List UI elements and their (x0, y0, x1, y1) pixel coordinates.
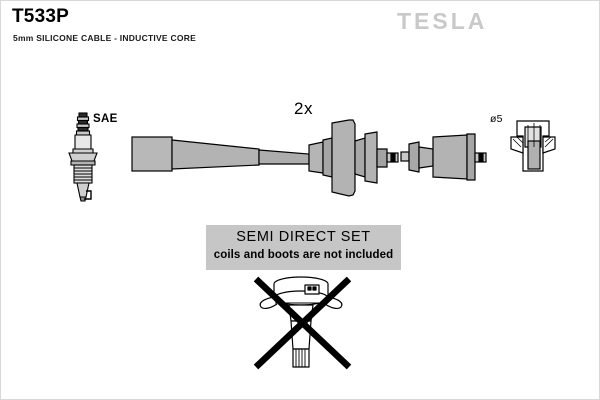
quantity-label: 2x (294, 99, 313, 118)
notice-subtitle: coils and boots are not included (213, 248, 394, 261)
ignition-cable-assembly-drawing (131, 119, 399, 197)
diameter-label: ø5 (490, 113, 503, 125)
tesla-brand-logo: TESLA (397, 8, 488, 34)
coil-excluded-cross-mark (253, 276, 352, 370)
product-subtitle: 5mm SILICONE CABLE - INDUCTIVE CORE (13, 33, 197, 43)
ignition-coil-excluded-drawing (259, 276, 343, 368)
cable-boot-connector-drawing (400, 133, 487, 181)
terminal-sleeve-drawing (510, 120, 556, 172)
notice-title: SEMI DIRECT SET (236, 229, 371, 245)
page-title: T533P (12, 6, 69, 27)
spark-plug-drawing (68, 112, 98, 202)
notice-box: SEMI DIRECT SET coils and boots are not … (206, 225, 401, 270)
spark-plug-sae-label: SAE (93, 113, 118, 125)
